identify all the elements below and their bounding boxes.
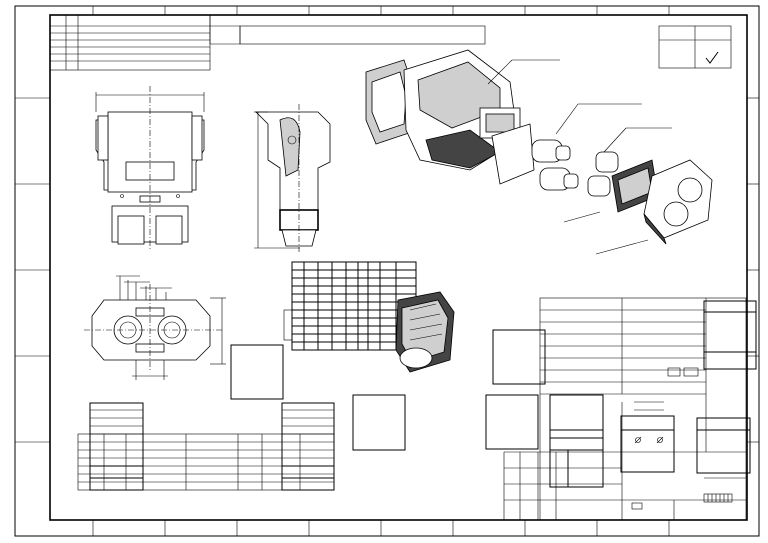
mating-face-view: [84, 275, 226, 380]
revision-table: [49, 14, 486, 71]
title-block: [503, 297, 757, 521]
connector-housing-icon: [395, 291, 455, 373]
side-view: [254, 104, 331, 252]
sheet-border: [14, 5, 760, 537]
wiring-table: [283, 261, 417, 351]
checkmark-icon: [705, 51, 719, 64]
diameter-symbol-icon: [634, 436, 664, 444]
scale-bar: [703, 493, 733, 503]
surface-finish-box: [658, 25, 732, 69]
parts-list: [77, 402, 335, 491]
exploded-assembly-view: [365, 49, 713, 255]
front-view: [95, 86, 205, 250]
placeholder-boxes: [230, 329, 546, 451]
